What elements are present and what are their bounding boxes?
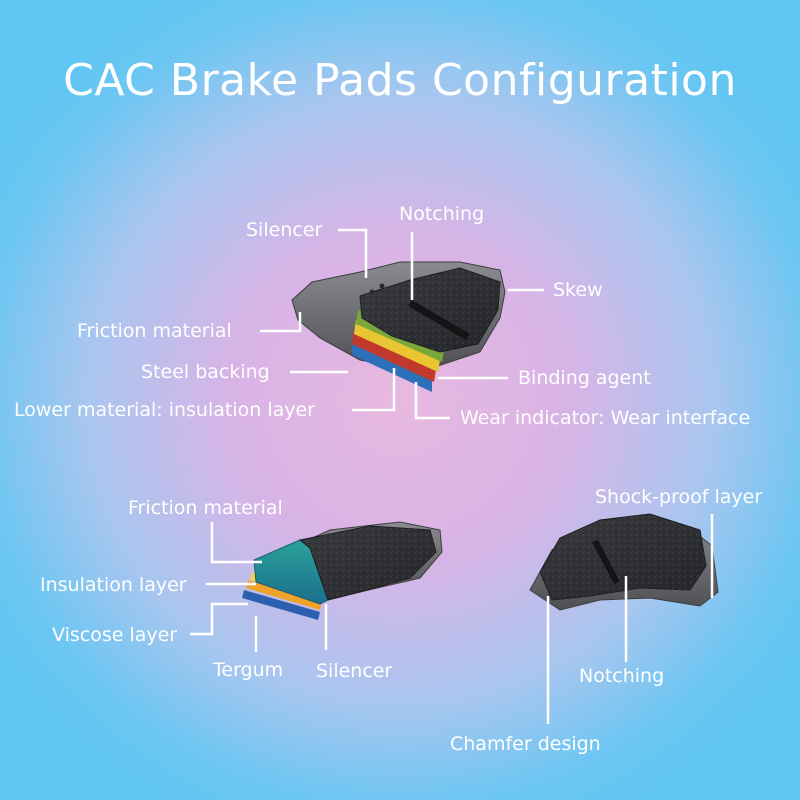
left-brake-pad bbox=[242, 521, 443, 620]
label-silencer-left: Silencer bbox=[316, 660, 393, 682]
label-notching-top: Notching bbox=[399, 203, 485, 225]
leader-silencer-top bbox=[338, 228, 368, 278]
label-friction-material-top: Friction material bbox=[77, 320, 232, 342]
right-pad-notch-slot bbox=[592, 540, 620, 584]
top-brake-pad bbox=[291, 261, 506, 392]
label-lower-material: Lower material: insulation layer bbox=[14, 399, 315, 421]
top-pad-layer-red bbox=[352, 330, 436, 382]
left-pad-friction-texture bbox=[300, 526, 436, 600]
right-pad-friction-texture bbox=[540, 514, 706, 600]
page-title: CAC Brake Pads Configuration bbox=[63, 55, 737, 106]
label-shock-proof-layer: Shock-proof layer bbox=[595, 486, 763, 508]
label-silencer-top: Silencer bbox=[246, 219, 323, 241]
left-pad-layer-orange bbox=[246, 580, 322, 610]
left-pad-layer-blue bbox=[242, 590, 320, 620]
leader-lower-material bbox=[352, 368, 396, 412]
top-pad-friction-texture bbox=[360, 268, 500, 352]
label-steel-backing: Steel backing bbox=[141, 361, 270, 383]
top-pad-layer-yellow bbox=[354, 320, 440, 372]
right-brake-pad bbox=[529, 513, 719, 611]
top-pad-rivet bbox=[379, 283, 385, 289]
top-pad-rivet bbox=[369, 289, 375, 295]
label-skew: Skew bbox=[553, 279, 603, 301]
leader-friction-left bbox=[210, 522, 262, 564]
leader-friction-top bbox=[260, 312, 302, 333]
leader-viscose bbox=[190, 602, 248, 636]
label-friction-material-left: Friction material bbox=[128, 497, 283, 519]
top-pad-notch-slot bbox=[408, 300, 470, 340]
label-insulation-layer: Insulation layer bbox=[40, 574, 187, 596]
label-tergum: Tergum bbox=[213, 659, 284, 681]
leader-wear-indicator bbox=[414, 382, 450, 420]
label-binding-agent: Binding agent bbox=[518, 367, 651, 389]
label-chamfer-design: Chamfer design bbox=[450, 733, 601, 755]
label-notching-right: Notching bbox=[579, 665, 665, 687]
label-wear-indicator: Wear indicator: Wear interface bbox=[460, 407, 751, 429]
leader-lines bbox=[190, 228, 714, 724]
label-viscose-layer: Viscose layer bbox=[52, 624, 178, 646]
